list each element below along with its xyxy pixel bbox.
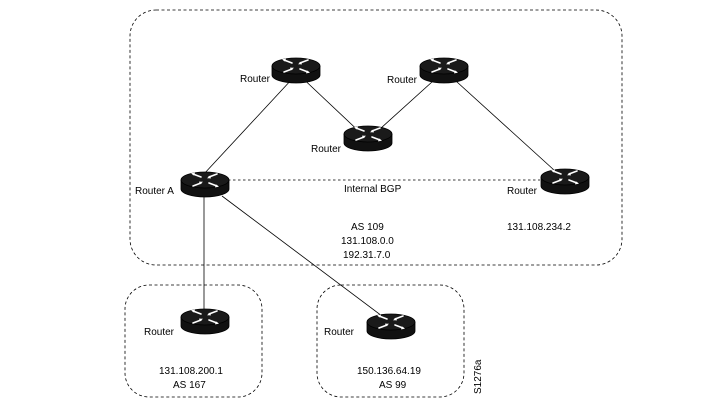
as167-region (124, 284, 263, 398)
link-router-a-top-left (202, 77, 294, 176)
router-label-top-left: Router (240, 74, 271, 85)
as99-region (316, 284, 465, 398)
router-label-router-a: Router A (135, 186, 174, 197)
link-middle-top-right (369, 71, 444, 139)
link-router-a-as99 (221, 195, 391, 323)
as109-network-2: 192.31.7.0 (343, 250, 391, 261)
as99-address: 150.136.64.19 (357, 366, 421, 377)
router-icon[interactable] (180, 171, 230, 198)
as167-label: AS 167 (173, 380, 206, 391)
as109-region (129, 9, 623, 266)
figure-code: S1276a (473, 359, 484, 394)
router-label-top-right: Router (387, 75, 418, 86)
router-label-middle: Router (311, 144, 342, 155)
router-icon[interactable] (540, 168, 590, 195)
right-router-address: 131.108.234.2 (507, 222, 571, 233)
link-top-right-right (445, 71, 566, 181)
router-label-as167: Router (144, 327, 175, 338)
router-icon[interactable] (180, 308, 230, 335)
as167-address: 131.108.200.1 (159, 366, 223, 377)
as109-network-1: 131.108.0.0 (341, 236, 394, 247)
router-icon[interactable] (366, 313, 416, 340)
router-label-as99: Router (324, 327, 355, 338)
router-icon[interactable] (343, 125, 393, 152)
as109-label: AS 109 (351, 222, 384, 233)
router-icon[interactable] (271, 57, 321, 84)
router-label-right: Router (507, 186, 538, 197)
router-icon[interactable] (419, 57, 469, 84)
as99-label: AS 99 (379, 380, 407, 391)
internal-bgp-label: Internal BGP (344, 184, 402, 195)
